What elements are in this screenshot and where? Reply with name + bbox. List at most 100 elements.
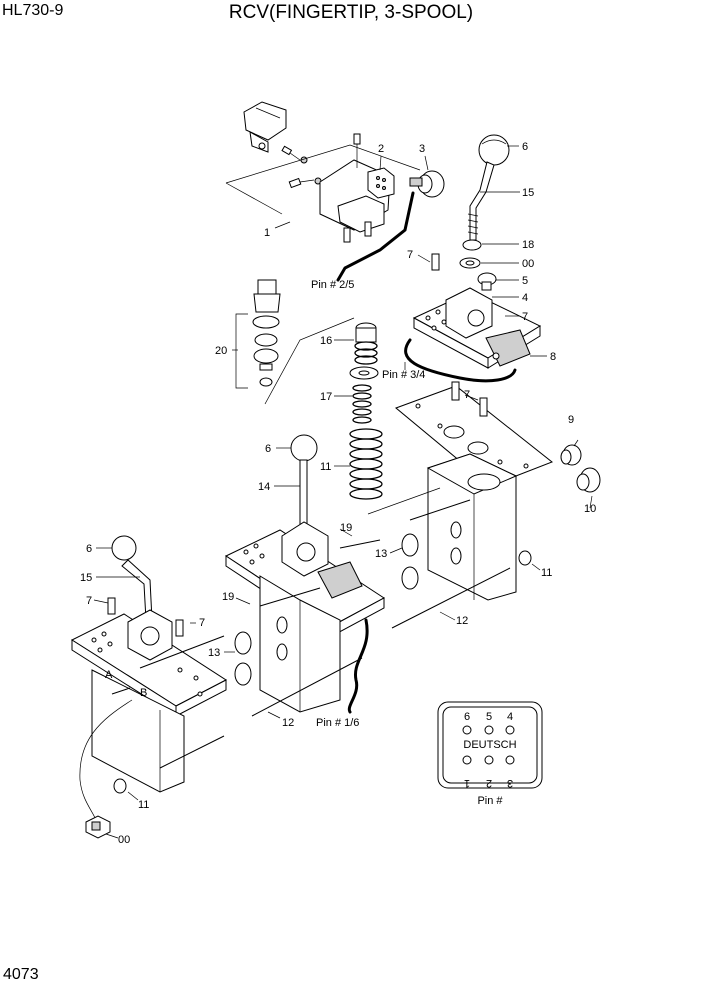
model-code: HL730-9	[2, 2, 64, 19]
oring-13a	[401, 533, 419, 557]
pin-label-3-4: Pin # 3/4	[382, 369, 425, 381]
screw-7-mid	[451, 381, 460, 401]
callout-19-left: 19	[222, 591, 234, 603]
wire-pin-1-6	[347, 618, 369, 714]
port-label-a: A	[105, 669, 113, 681]
callout-6-left: 6	[86, 543, 92, 555]
valve-head-top	[412, 287, 542, 369]
callout-1: 1	[264, 227, 270, 239]
screw-7-left-b	[175, 619, 184, 637]
spring-11	[349, 428, 383, 500]
callout-15-left: 15	[80, 572, 92, 584]
callout-16: 16	[320, 335, 332, 347]
pin-label-6: 6	[464, 711, 470, 723]
knob-top	[478, 134, 510, 166]
callout-6-mid: 6	[265, 443, 271, 455]
callout-13-right: 13	[375, 548, 387, 560]
callouts: 1 2 3 6 15 18 00 5 4 7 8 7 7 9 10 11 12 …	[80, 141, 596, 846]
small-screws-top	[281, 145, 322, 189]
plug-10	[576, 467, 601, 493]
port-label-b: B	[140, 687, 147, 699]
retainer-17	[349, 366, 379, 380]
deutsch-connector-diagram: 6 5 4 DEUTSCH 1 2 3 Pin #	[437, 701, 543, 807]
rod-19-right	[339, 539, 381, 549]
pin-label-1-6: Pin # 1/6	[316, 717, 359, 729]
oring-13c	[234, 631, 252, 655]
lever-14	[299, 459, 308, 531]
pin-label-4: 4	[507, 711, 513, 723]
spring-17	[352, 384, 372, 424]
nut-11-right	[518, 550, 532, 566]
callout-6-top: 6	[522, 141, 528, 153]
connector-cap	[409, 170, 445, 198]
pin-label-2: 2	[486, 777, 492, 789]
oring-13d	[234, 662, 252, 686]
wire-pin-3-4	[404, 338, 517, 383]
callout-20: 20	[215, 345, 227, 357]
callout-00-top: 00	[522, 258, 534, 270]
spring-16	[354, 341, 378, 365]
rod-short	[409, 499, 471, 521]
connector-caption: Pin #	[477, 795, 503, 807]
callout-00-bottom: 00	[118, 834, 130, 846]
rod-12-right	[391, 567, 511, 629]
callout-9: 9	[568, 414, 574, 426]
callout-17: 17	[320, 391, 332, 403]
screw-7-mid2	[479, 397, 488, 417]
lever-top	[467, 161, 495, 241]
valve-body-right	[426, 453, 518, 601]
callout-3: 3	[419, 143, 425, 155]
callout-18: 18	[522, 239, 534, 251]
screw-7-top	[431, 253, 440, 271]
rod-left-top	[139, 635, 225, 669]
valve-body-mid	[259, 575, 341, 713]
leader-lines	[93, 145, 593, 839]
screw-7-left-a	[107, 597, 116, 615]
knob-left	[111, 535, 137, 561]
connector-name: DEUTSCH	[463, 739, 516, 751]
plug-9	[560, 444, 582, 466]
callout-10: 10	[584, 503, 596, 515]
spring-seat	[355, 322, 377, 343]
rod-19-mid	[259, 587, 321, 607]
button-5	[477, 272, 497, 291]
page-title: RCV(FINGERTIP, 3-SPOOL)	[228, 2, 474, 23]
knob-mid	[290, 434, 318, 462]
rod-12-left	[251, 657, 363, 717]
callout-11-mid: 11	[320, 461, 331, 473]
callout-7-e: 7	[199, 617, 205, 629]
nut-18	[462, 239, 482, 251]
callout-15-top: 15	[522, 187, 534, 199]
seal-kit	[235, 279, 281, 389]
valve-body-left	[91, 669, 185, 793]
callout-2: 2	[378, 143, 384, 155]
callout-8: 8	[550, 351, 556, 363]
callout-19-right: 19	[340, 522, 352, 534]
page-number: 4073	[3, 966, 39, 983]
pin-label-1: 1	[464, 777, 470, 789]
oring-13b	[401, 566, 419, 590]
valve-head-left	[70, 609, 227, 717]
cable-left	[79, 699, 133, 821]
pin-label-3: 3	[507, 777, 513, 789]
callout-7-d: 7	[86, 595, 92, 607]
port-stub	[111, 687, 131, 695]
callout-5: 5	[522, 275, 528, 287]
connector-plug	[367, 167, 395, 199]
connector-00	[85, 815, 111, 839]
callout-7-a: 7	[522, 311, 528, 323]
callout-7-c: 7	[464, 389, 470, 401]
solenoid-valve	[243, 101, 287, 153]
callout-14: 14	[258, 481, 270, 493]
callout-12-left: 12	[282, 717, 294, 729]
nut-11-left	[113, 778, 127, 794]
callout-12-right: 12	[456, 615, 468, 627]
callout-11-left: 11	[138, 799, 149, 811]
wire-pin-2-5	[336, 191, 415, 282]
callout-7-b: 7	[407, 249, 413, 261]
pin-label-5: 5	[486, 711, 492, 723]
gasket-plate	[395, 385, 553, 487]
callout-11-right: 11	[541, 567, 552, 579]
rod-left-bottom	[159, 735, 225, 769]
